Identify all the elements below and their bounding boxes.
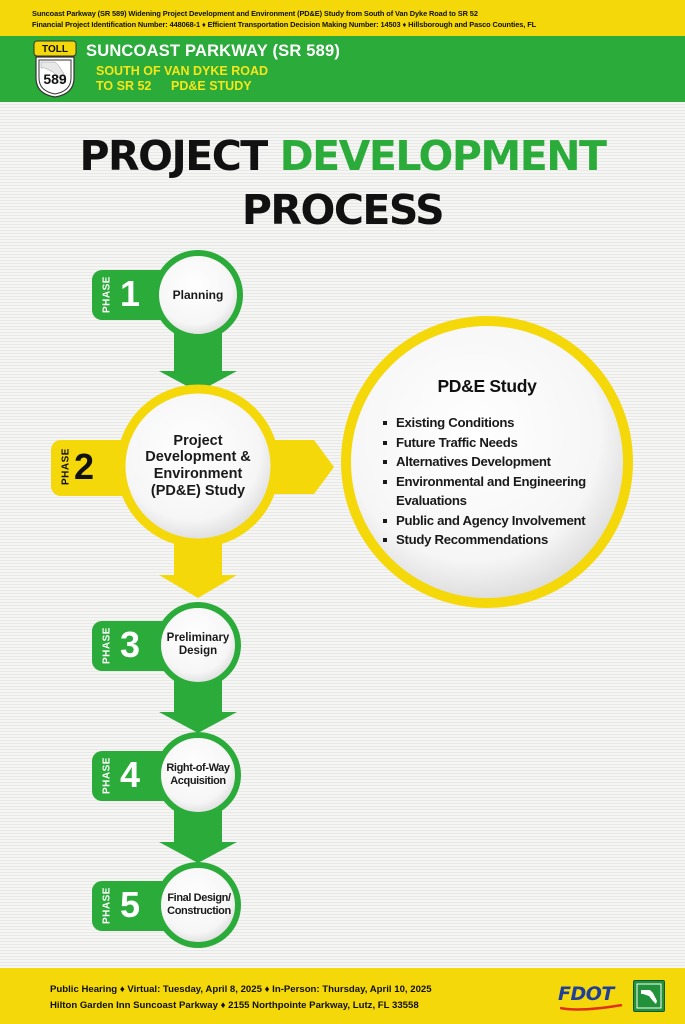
study-circle xyxy=(341,316,633,608)
phase3-word: PHASE xyxy=(101,627,113,664)
page-title-line2: PROCESS xyxy=(241,186,445,234)
footer-hearing-line: Public Hearing ♦ Virtual: Tuesday, April… xyxy=(50,984,432,995)
phase1-label: Planning xyxy=(172,288,224,303)
study-title: PD&E Study xyxy=(437,376,537,396)
connector-1-2 xyxy=(159,328,237,392)
phase5-word: PHASE xyxy=(101,887,113,924)
phase1-word: PHASE xyxy=(101,276,113,313)
study-list: Existing Conditions Future Traffic Needs… xyxy=(382,413,614,550)
footer-location-line: Hilton Garden Inn Suncoast Parkway ♦ 215… xyxy=(50,1000,419,1011)
phase2-number: 2 xyxy=(74,446,95,487)
phase1-circle xyxy=(153,250,243,340)
phase1-number: 1 xyxy=(120,273,141,314)
phase4-word: PHASE xyxy=(101,757,113,794)
connector-3-4 xyxy=(159,680,237,733)
fdot-swoosh-icon xyxy=(560,1004,623,1011)
phase2-circle xyxy=(116,384,280,548)
study-item: Environmental and Engineering Evaluation… xyxy=(382,472,614,511)
connector-2-3 xyxy=(159,540,237,598)
phase3-number: 3 xyxy=(120,624,141,665)
study-item: Alternatives Development xyxy=(382,452,614,472)
phase5-number: 5 xyxy=(120,884,141,925)
florida-turnpike-logo-icon xyxy=(633,980,665,1012)
header-id-line: Financial Project Identification Number:… xyxy=(32,20,537,29)
header-bar: Suncoast Parkway (SR 589) Widening Proje… xyxy=(0,0,685,36)
shield-number-text: 589 xyxy=(43,71,67,87)
phase5-circle xyxy=(155,862,241,948)
study-item: Public and Agency Involvement xyxy=(382,511,614,531)
shield-toll-text: TOLL xyxy=(42,44,68,55)
title-word-project: PROJECT xyxy=(79,132,268,180)
fdot-logo: FDOT xyxy=(558,983,614,1005)
study-item: Existing Conditions xyxy=(382,413,614,433)
banner-title: SUNCOAST PARKWAY (SR 589) xyxy=(86,42,341,60)
title-banner xyxy=(0,36,685,102)
banner-subtitle-line1: SOUTH OF VAN DYKE ROAD xyxy=(96,64,268,78)
header-study-line: Suncoast Parkway (SR 589) Widening Proje… xyxy=(32,9,478,18)
phase3-label: Preliminary Design xyxy=(166,631,230,657)
phase4-number: 4 xyxy=(120,754,141,795)
connector-4-5 xyxy=(159,810,237,863)
study-item: Study Recommendations xyxy=(382,530,614,550)
phase2-word: PHASE xyxy=(60,448,72,485)
footer-bar xyxy=(0,968,685,1024)
phase4-label: Right-of-Way Acquisition xyxy=(166,762,230,787)
title-word-development: DEVELOPMENT xyxy=(279,132,607,180)
phase5-label: Final Design/ Construction xyxy=(167,892,231,917)
phase2-label: Project Development & Environment (PD&E)… xyxy=(145,432,251,499)
banner-subtitle-line2: TO SR 52 xyxy=(96,79,152,93)
page-title-line1: PROJECT DEVELOPMENT xyxy=(0,132,685,180)
toll-589-shield-icon: TOLL 589 xyxy=(33,40,77,98)
study-item: Future Traffic Needs xyxy=(382,433,614,453)
phase3-circle xyxy=(155,602,241,688)
banner-study-label: PD&E STUDY xyxy=(171,79,252,93)
phase4-circle xyxy=(155,732,241,818)
